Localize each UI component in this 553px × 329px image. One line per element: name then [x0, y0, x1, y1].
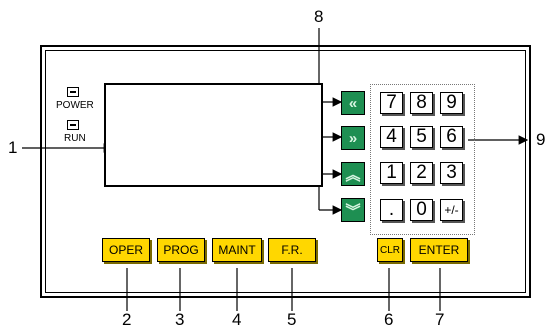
- double-left-chevron-icon[interactable]: «: [341, 91, 365, 115]
- fr-button[interactable]: F.R.: [268, 238, 316, 262]
- key-plus-minus[interactable]: +/-: [440, 199, 463, 221]
- key-2[interactable]: 2: [410, 162, 433, 184]
- callout-6: 6: [384, 310, 394, 329]
- key-9[interactable]: 9: [440, 92, 463, 114]
- maint-button[interactable]: MAINT: [212, 238, 262, 262]
- clr-button[interactable]: CLR: [377, 238, 403, 262]
- callout-9: 9: [536, 130, 546, 149]
- key-decimal[interactable]: .: [380, 199, 403, 221]
- power-led-icon: [67, 87, 79, 97]
- controller-panel-inner: [45, 50, 526, 293]
- callout-7: 7: [435, 310, 445, 329]
- run-led-icon: [67, 120, 79, 130]
- double-right-chevron-icon[interactable]: »: [341, 126, 365, 150]
- key-4[interactable]: 4: [380, 126, 403, 148]
- callout-5: 5: [287, 310, 297, 329]
- key-3[interactable]: 3: [440, 162, 463, 184]
- key-7[interactable]: 7: [380, 92, 403, 114]
- prog-button[interactable]: PROG: [157, 238, 205, 262]
- key-1[interactable]: 1: [380, 162, 403, 184]
- callout-8: 8: [314, 7, 324, 26]
- callout-3: 3: [175, 310, 185, 329]
- run-label: RUN: [64, 133, 86, 144]
- enter-button[interactable]: ENTER: [410, 238, 468, 262]
- keypad-frame: [370, 84, 475, 235]
- up-chevron-icon[interactable]: ︽: [341, 162, 365, 186]
- controller-panel: [40, 45, 531, 298]
- down-chevron-icon[interactable]: ︾: [341, 198, 365, 222]
- callout-2: 2: [122, 310, 132, 329]
- oper-button[interactable]: OPER: [102, 238, 150, 262]
- callout-4: 4: [232, 310, 242, 329]
- power-label: POWER: [56, 100, 94, 111]
- key-8[interactable]: 8: [410, 92, 433, 114]
- key-0[interactable]: 0: [410, 199, 433, 221]
- key-6[interactable]: 6: [440, 126, 463, 148]
- lcd-display: [104, 83, 323, 187]
- key-5[interactable]: 5: [410, 126, 433, 148]
- callout-1: 1: [8, 138, 18, 157]
